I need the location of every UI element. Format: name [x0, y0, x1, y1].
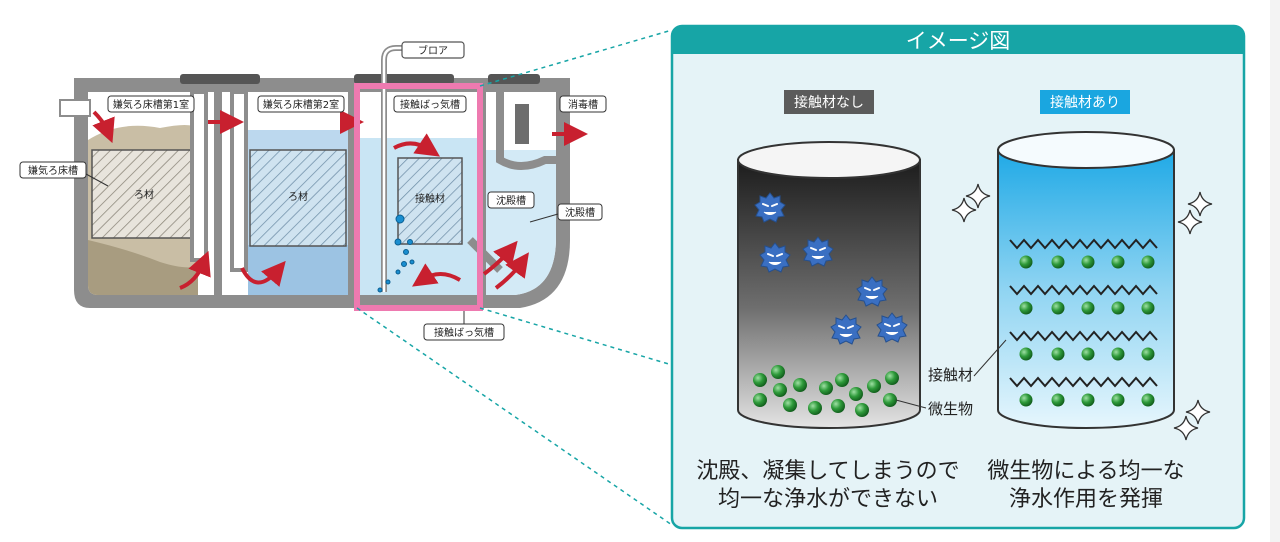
caption-with-line2: 浄水作用を発揮: [1009, 487, 1163, 512]
filter-media-1-label: ろ材: [134, 188, 154, 201]
cylinder-without-media: [737, 141, 921, 429]
tag-with-media: [1040, 90, 1130, 114]
aeration-highlight: [354, 83, 483, 311]
callout-microbe: 微生物: [928, 400, 973, 418]
label-anaerobic-room2: 嫌気ろ床槽第2室: [263, 98, 339, 111]
image-panel: イメージ図 接触材なし 接触材あり: [670, 24, 1246, 530]
air-bubbles: [377, 214, 415, 293]
tag-with-label: 接触材あり: [1050, 94, 1120, 111]
tank-section: ろ材 ろ材 接触材 ブロア: [19, 41, 607, 341]
flow-arrows: [92, 110, 588, 290]
filter-media-1: [91, 149, 197, 239]
contact-media-label: 接触材: [415, 192, 445, 205]
caption-with-line1: 微生物による均一な: [987, 459, 1184, 484]
filter-media-2-label: ろ材: [288, 190, 308, 203]
contact-media-zigzags: [1009, 238, 1158, 388]
zoom-connectors: [356, 29, 673, 526]
label-contact-aeration-bottom: 接触ばっ気槽: [434, 326, 494, 339]
cylinder-with-media: [997, 131, 1175, 429]
tank-labels: 嫌気ろ床槽第1室 嫌気ろ床槽第2室 接触ばっ気槽 消毒槽 嫌気ろ床槽 沈殿槽 沈…: [19, 95, 607, 341]
label-settling-inner: 沈殿槽: [496, 194, 526, 207]
page-scrollbar[interactable]: [1270, 0, 1280, 542]
tag-without-media: [784, 90, 874, 114]
panel-title: イメージ図: [906, 29, 1011, 53]
callout-contact-media: 接触材: [928, 366, 973, 384]
label-anaerobic-room1: 嫌気ろ床槽第1室: [113, 98, 189, 111]
caption-without-line1: 沈殿、凝集してしまうので: [696, 459, 959, 484]
label-contact-aeration-top: 接触ばっ気槽: [400, 98, 460, 111]
label-anaerobic-side: 嫌気ろ床槽: [28, 164, 78, 177]
microbes-settled: [753, 365, 899, 417]
tag-without-label: 接触材なし: [794, 94, 864, 111]
caption-without-line2: 均一な浄水ができない: [718, 487, 938, 512]
label-settling-side: 沈殿槽: [565, 206, 595, 219]
blower-label: ブロア: [418, 44, 448, 57]
label-disinfection: 消毒槽: [568, 98, 598, 111]
microbes-distributed: [1019, 255, 1155, 407]
contact-media: [397, 157, 463, 245]
water-settling: [486, 150, 556, 295]
filter-media-2: [249, 149, 347, 247]
